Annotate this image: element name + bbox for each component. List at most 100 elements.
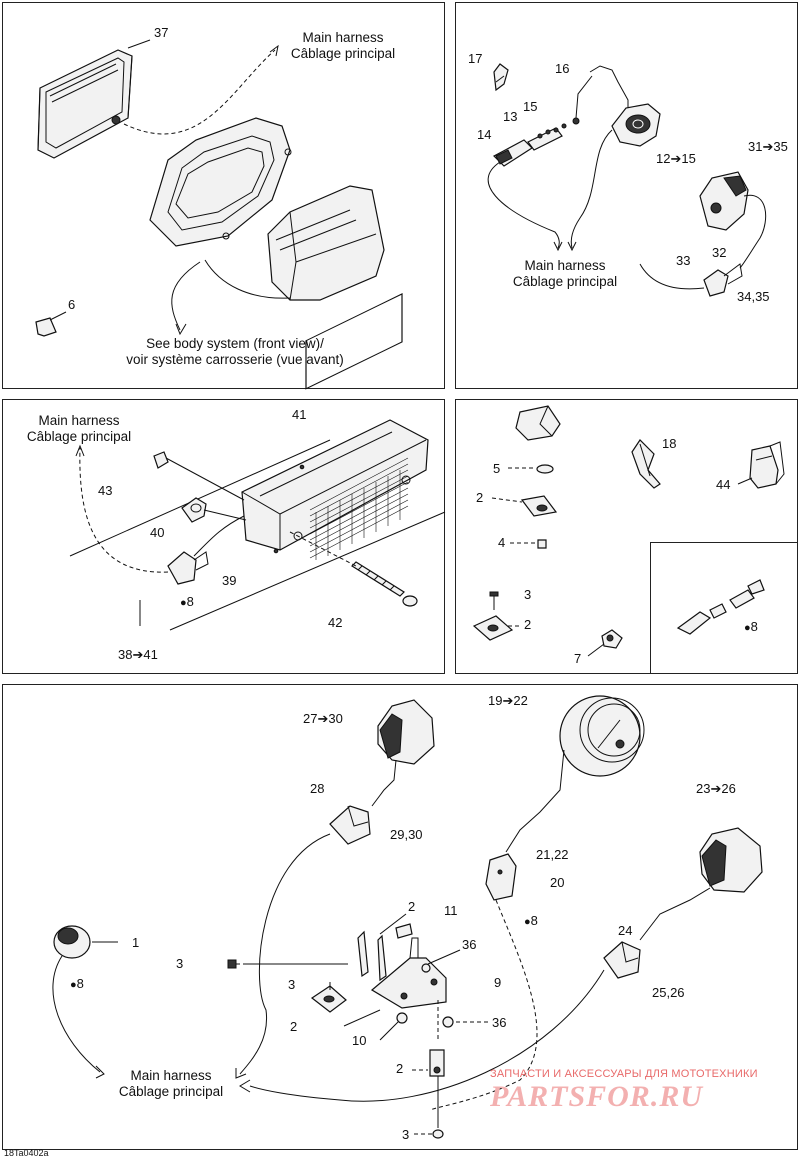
callout-40: 40	[150, 525, 165, 540]
headlight-harness-lead	[123, 49, 276, 135]
callout-16: 16	[555, 61, 570, 76]
callout-23-26: 23➔26	[696, 781, 736, 796]
harness-label-fr: Câblage principal	[512, 274, 618, 289]
screw-3b	[227, 959, 237, 969]
drop-icon: ●	[70, 979, 77, 991]
drop-icon: ●	[744, 622, 751, 634]
connector-33	[703, 263, 743, 297]
watermark-tagline: ЗАПЧАСТИ И АКСЕССУАРЫ ДЛЯ МОТОТЕХНИКИ	[490, 1068, 758, 1080]
bulb-40	[181, 497, 207, 523]
callout-14: 14	[477, 127, 492, 142]
callout-1: 1	[132, 935, 140, 950]
screw-42	[351, 561, 418, 607]
callout-7: 7	[574, 651, 582, 666]
body-system-caption: See body system (front view)/ voir systè…	[100, 336, 370, 368]
callout-20: 20	[550, 875, 565, 890]
callout-44: 44	[716, 477, 731, 492]
harness-label-en: Main harness	[130, 1068, 212, 1083]
callout-8c-text: 8	[530, 913, 538, 928]
callout-2b: 2	[524, 617, 532, 632]
callout-8a: ●8	[180, 595, 194, 610]
harness-caption-4: Main harness Câblage principal	[96, 1068, 246, 1100]
harness-label-fr: Câblage principal	[290, 46, 396, 61]
callout-24: 24	[618, 923, 633, 938]
screw-3a	[489, 591, 499, 597]
harness-label-fr: Câblage principal	[26, 429, 132, 444]
callout-2e: 2	[396, 1061, 404, 1076]
indicator-1	[53, 925, 91, 959]
panel-handlebar-switches	[455, 2, 798, 389]
callout-8d: ●8	[70, 977, 84, 992]
callout-34-35: 34,35	[737, 289, 770, 304]
taillight-wire	[193, 515, 245, 557]
switch-27-30	[377, 699, 435, 765]
body-ref-en: See body system (front view)/	[146, 336, 324, 351]
panel-fasteners	[455, 399, 798, 674]
clip-44	[749, 441, 785, 489]
taillight-assembly-39	[241, 293, 429, 560]
callout-37: 37	[154, 25, 169, 40]
harness-caption-1: Main harness Câblage principal	[268, 30, 418, 62]
callout-3b: 3	[176, 956, 184, 971]
callout-6: 6	[68, 297, 76, 312]
callout-4: 4	[498, 535, 506, 550]
harness-label-en: Main harness	[302, 30, 384, 45]
callout-33: 33	[676, 253, 691, 268]
screw-4	[537, 539, 547, 549]
callout-18: 18	[662, 436, 677, 451]
callout-2a: 2	[476, 490, 484, 505]
callout-38-41: 38➔41	[118, 647, 158, 662]
callout-3a: 3	[524, 587, 532, 602]
harness-label-en: Main harness	[524, 258, 606, 273]
switch-housing-31-35	[699, 171, 749, 231]
callout-31-35: 31➔35	[748, 139, 788, 154]
callout-2c: 2	[408, 899, 416, 914]
bolt-7	[601, 629, 623, 649]
clip-6-shape	[35, 317, 57, 337]
panel-gauges	[2, 684, 798, 1150]
drop-icon: ●	[524, 916, 531, 928]
tie-17	[493, 63, 509, 92]
switch-23-26	[699, 827, 763, 893]
nut-clip-2b	[472, 615, 514, 641]
connector-24	[603, 941, 641, 979]
callout-27-30: 27➔30	[303, 711, 343, 726]
callout-3d: 3	[402, 1127, 410, 1142]
nut-clip-2d	[310, 985, 347, 1013]
gauge-19-22	[559, 695, 645, 777]
clip-2c	[357, 930, 369, 978]
drop-icon: ●	[180, 597, 187, 609]
callout-21-22: 21,22	[536, 847, 569, 862]
washer-5	[536, 464, 554, 474]
nut-43	[153, 451, 169, 469]
switch-harness-lead	[239, 833, 331, 1075]
grommet	[515, 405, 561, 441]
harness-label-fr: Câblage principal	[118, 1084, 224, 1099]
callout-17: 17	[468, 51, 483, 66]
body-system-arrow-1	[171, 261, 201, 331]
callout-32: 32	[712, 245, 727, 260]
panel-headlight	[2, 2, 445, 389]
harness-caption-3: Main harness Câblage principal	[4, 413, 154, 445]
callout-19-22: 19➔22	[488, 693, 528, 708]
taillight-harness-lead	[79, 447, 169, 573]
callout-8b-text: 8	[750, 619, 758, 634]
callout-9: 9	[494, 975, 502, 990]
callout-8c: ●8	[524, 914, 538, 929]
body-ref-fr: voir système carrosserie (vue avant)	[126, 352, 344, 367]
clip-2e	[429, 1049, 445, 1077]
callout-36a: 36	[462, 937, 477, 952]
callout-28: 28	[310, 781, 325, 796]
ignition-switch-12-15	[611, 103, 661, 147]
callout-25-26: 25,26	[652, 985, 685, 1000]
taillight-plane	[69, 439, 446, 631]
callout-13: 13	[503, 109, 518, 124]
nut-clip-2a	[520, 495, 558, 517]
nut-10	[396, 1012, 408, 1024]
callout-8a-text: 8	[186, 594, 194, 609]
connector-21-22	[485, 853, 517, 901]
connector-28	[329, 805, 371, 845]
callout-10: 10	[352, 1033, 367, 1048]
